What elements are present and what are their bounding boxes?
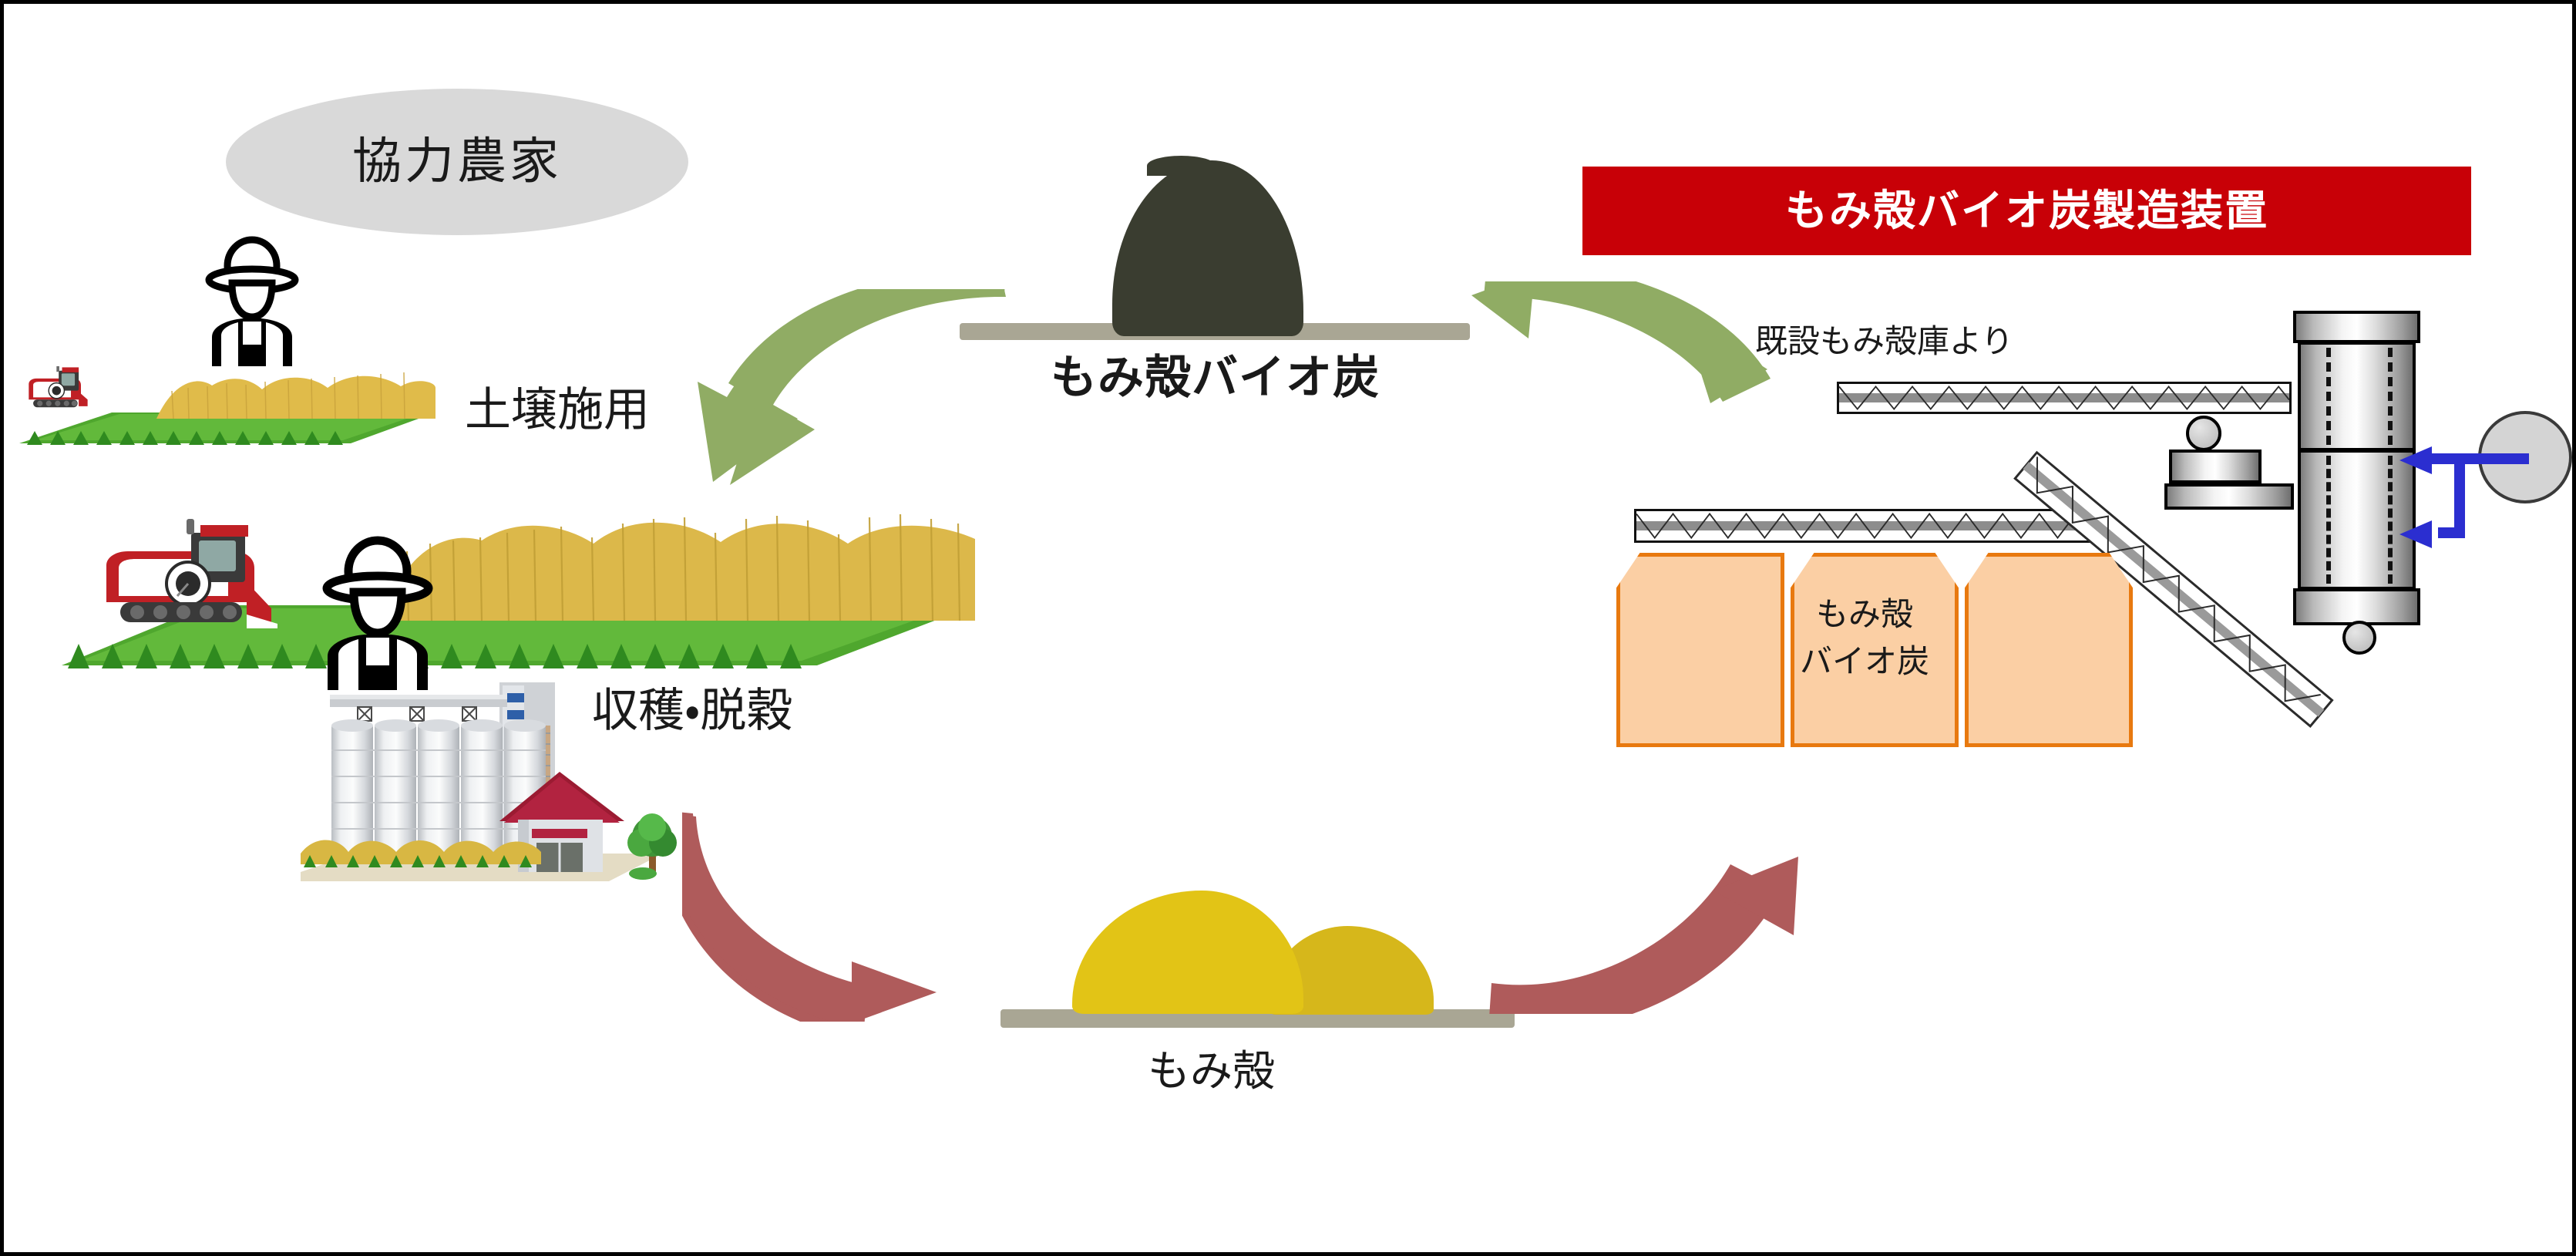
- reactor-dash-left-upper: [2326, 348, 2331, 445]
- auger-flight: [1839, 385, 2289, 411]
- screw-conveyor-lower: [1634, 509, 2097, 543]
- auger-flight: [1636, 512, 2094, 540]
- equipment-title-text: もみ殻バイオ炭製造装置: [1784, 186, 2268, 236]
- grain-silo-icon: [331, 719, 546, 857]
- combine-harvester-icon-large: [106, 519, 277, 628]
- feed-roller: [2186, 416, 2221, 451]
- field-illustration-small: [19, 366, 435, 445]
- from-existing-store-label: 既設もみ殻庫より: [1755, 322, 2014, 360]
- reactor-side-feed: [2158, 399, 2294, 553]
- reactor-bottom-cap: [2293, 588, 2420, 625]
- arrow-equipment-to-biochar: [1471, 281, 1771, 403]
- arrow-biochar-to-field: [698, 289, 1006, 485]
- cooperating-farmers-ellipse: 協力農家: [226, 89, 688, 235]
- grain-facility: [301, 659, 732, 891]
- harvest-threshing-label: 収穫・脱穀: [592, 684, 793, 738]
- screw-conveyor-inclined: [2008, 443, 2378, 775]
- reactor-top-cap: [2293, 311, 2420, 343]
- biochar-bag-2: [1791, 553, 1959, 747]
- farmer-icon-lower: [312, 536, 443, 690]
- equipment-title-banner: もみ殻バイオ炭製造装置: [1582, 167, 2471, 255]
- husk-pile-label: もみ殻: [1148, 1046, 1276, 1096]
- pyrolysis-reactor-assembly: [2262, 297, 2572, 659]
- cooperating-farmers-label: 協力農家: [352, 133, 562, 190]
- husk-pile-main: [1072, 891, 1303, 1014]
- biochar-bag-label: もみ殻バイオ炭: [1800, 591, 1929, 685]
- feed-pipe: [2164, 483, 2294, 510]
- reactor-upper-body: [2298, 342, 2416, 451]
- tree-icon: [627, 813, 677, 880]
- feed-housing-block: [2169, 450, 2262, 483]
- biochar-pile: [1112, 156, 1303, 336]
- bag-label-line2: バイオ炭: [1800, 641, 1930, 680]
- arrow-farm-to-husk: [682, 812, 937, 1022]
- biochar-bag-3: [1965, 553, 2133, 747]
- field-illustration-large: [62, 514, 975, 668]
- reactor-dash-right-upper: [2388, 348, 2393, 445]
- field-scene-large: [62, 490, 975, 675]
- soil-application-label: 土壌施用: [465, 383, 650, 437]
- biochar-bag-1: [1616, 553, 1784, 747]
- reactor-lower-body: [2298, 450, 2416, 590]
- arrow-husk-to-equipment: [1489, 857, 1798, 1014]
- reactor-dash-left-lower: [2326, 456, 2331, 584]
- air-flow-arrows: [2399, 446, 2529, 548]
- field-scene-small: [19, 328, 435, 451]
- bag-label-line1: もみ殻: [1816, 595, 1914, 633]
- combine-harvester-icon: [29, 366, 88, 408]
- reactor-dash-right-lower: [2388, 456, 2393, 584]
- screw-conveyor-upper: [1837, 382, 2292, 414]
- farmer-icon-upper: [198, 235, 306, 366]
- biochar-pile-label: もみ殻バイオ炭: [1051, 351, 1380, 405]
- reactor-bottom-roller: [2342, 621, 2376, 655]
